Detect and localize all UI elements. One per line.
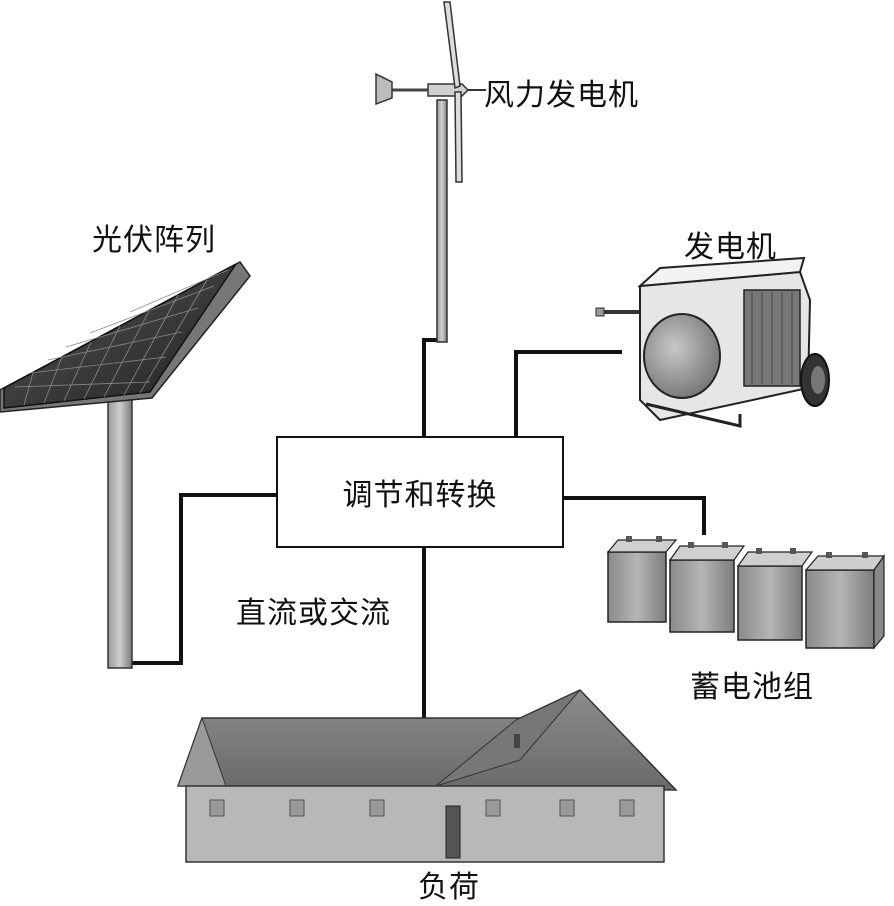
generator-label: 发电机	[684, 230, 777, 265]
wind-to-hub-line	[422, 338, 442, 436]
battery-cell	[736, 548, 814, 641]
pv-array-label: 光伏阵列	[92, 223, 216, 258]
battery-bank-icon	[606, 536, 886, 650]
battery-bank-label: 蓄电池组	[690, 670, 814, 705]
regulation-conversion-box: 调节和转换	[276, 436, 564, 548]
pv-to-hub-line	[132, 493, 276, 665]
generator-icon	[595, 256, 830, 428]
hub-label: 调节和转换	[342, 478, 498, 513]
battery-cell	[606, 536, 678, 623]
pv-array-icon	[0, 261, 251, 669]
battery-cell	[804, 552, 886, 650]
load-label: 负荷	[418, 870, 480, 905]
dc-or-ac-label: 直流或交流	[236, 596, 391, 631]
wind-turbine-label: 风力发电机	[484, 78, 639, 113]
house-icon	[176, 689, 678, 863]
battery-cell	[668, 542, 746, 633]
battery-to-hub-line	[564, 496, 706, 535]
generator-to-hub-line	[514, 350, 622, 436]
wind-turbine-icon	[375, 1, 486, 343]
connection-lines	[132, 338, 706, 718]
